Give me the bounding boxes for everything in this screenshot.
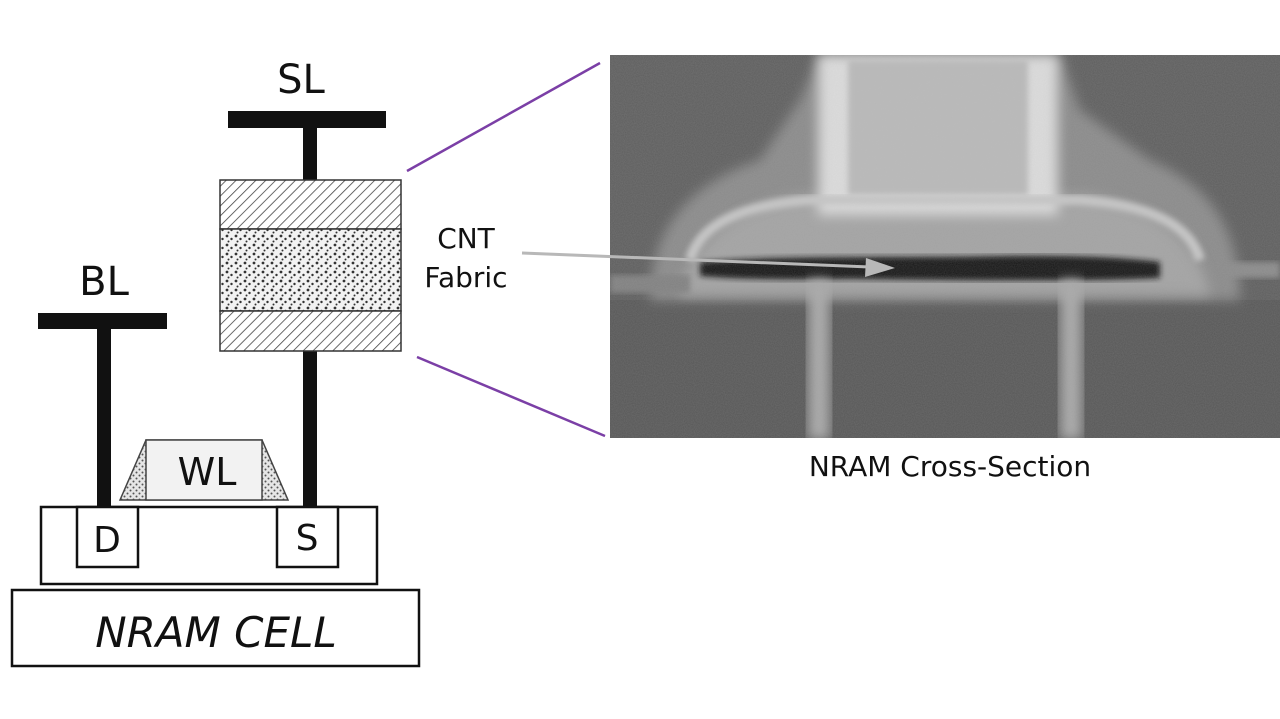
source-line-post-top [303,128,317,180]
cnt-label-line2: Fabric [424,261,507,294]
drain-label: D [93,520,121,561]
source-line-bar [228,111,386,128]
cnt-arrow-head [865,258,895,277]
bl-label: BL [79,259,129,305]
wl-label: WL [178,450,237,494]
bit-line-post [97,329,111,507]
micrograph-caption: NRAM Cross-Section [809,450,1091,483]
bottom-electrode [219,310,402,352]
source-box [275,505,340,569]
zoom-line-top [406,61,601,173]
word-line-gate [145,439,263,501]
nram-micrograph [610,55,1280,438]
sl-label: SL [277,57,325,103]
cell-title: NRAM CELL [95,608,337,657]
zoom-line-bottom [416,355,606,438]
top-electrode [219,179,402,230]
cnt-fabric-layer [219,228,402,312]
source-line-post-bottom [303,351,317,507]
cell-base-box [10,588,421,668]
source-label: S [296,518,319,559]
bit-line-bar [38,313,167,329]
cnt-arrow-line [521,251,871,269]
cnt-label-line1: CNT [437,222,495,255]
